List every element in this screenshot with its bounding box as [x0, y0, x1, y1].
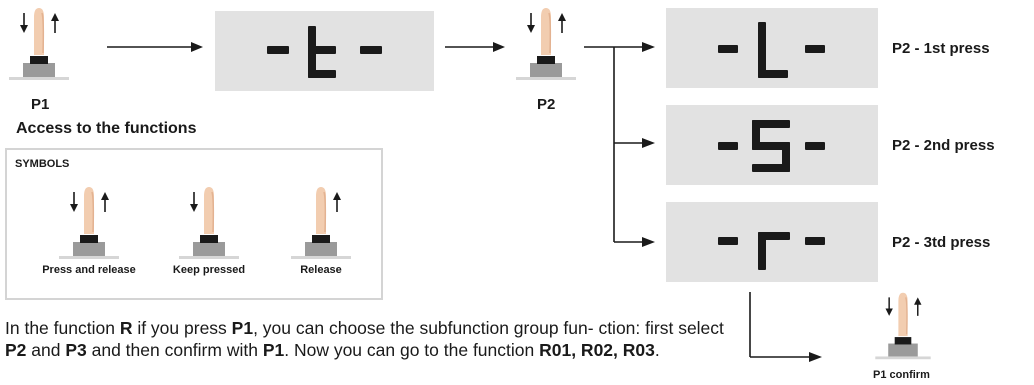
arrow-head	[642, 237, 655, 247]
symbols-title: SYMBOLS	[15, 158, 70, 170]
confirm-label: P1 confirm	[873, 369, 930, 381]
arrow-head	[809, 352, 822, 362]
p2-label: P2	[537, 96, 556, 113]
symbol-label-release: Release	[300, 264, 342, 276]
symbol-label-press-release: Press and release	[42, 264, 136, 276]
seven-seg-l	[718, 22, 825, 78]
display-caption-l: P2 - 1st press	[892, 40, 990, 57]
p1-label: P1	[31, 96, 50, 113]
arrow-head	[493, 42, 505, 52]
symbol-label-keep-pressed: Keep pressed	[172, 264, 246, 276]
seven-seg-s	[718, 120, 825, 172]
symbols-legend: SYMBOLS Press and release Keep pressed R…	[5, 148, 383, 300]
press-release-button-icon	[516, 7, 576, 81]
arrow-head	[642, 42, 655, 52]
display-caption-r: P2 - 3td press	[892, 234, 991, 251]
display-panel-r	[666, 202, 878, 282]
display-panel-t	[215, 11, 434, 91]
arrow-head	[191, 42, 203, 52]
instruction-text: In the function R if you press P1, you c…	[5, 318, 724, 360]
display-panel-l	[666, 8, 878, 88]
keep-pressed-symbol-icon	[179, 186, 239, 260]
seven-seg-t	[267, 26, 382, 78]
release-symbol-icon	[291, 186, 351, 260]
display-panel-s	[666, 105, 878, 185]
seven-seg-r	[718, 232, 825, 270]
confirm-button-icon	[875, 292, 931, 360]
p1-caption: Access to the functions	[16, 120, 197, 137]
arrow-head	[642, 138, 655, 148]
display-caption-s: P2 - 2nd press	[892, 137, 995, 154]
press-release-symbol-icon	[59, 186, 119, 260]
